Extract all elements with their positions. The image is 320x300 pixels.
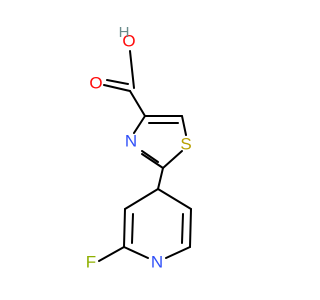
- molecule-canvas: O H O N S N F: [86, 24, 192, 271]
- bond-c2-pyridine: [157, 167, 164, 190]
- bond-c4-cooh: [129, 90, 146, 117]
- bond-py-c5-c6-double-1: [189, 208, 192, 248]
- bond-c2-n-double-1: [141, 153, 164, 169]
- bond-py-c3-c4: [124, 188, 159, 210]
- bond-c-o-double-2: [106, 79, 129, 85]
- bond-c-f: [98, 246, 125, 262]
- bond-py-n-c2: [123, 246, 149, 259]
- bond-n-c4: [133, 115, 146, 134]
- nitrogen-atom-thiazole: N: [125, 131, 137, 150]
- oxygen-atom-hydroxyl: O: [122, 31, 135, 50]
- bond-py-c5-c6-double-2: [181, 213, 184, 244]
- structure-drawing: O H O N S N F: [86, 24, 192, 271]
- bond-py-c2-c3-double-2: [131, 213, 134, 244]
- bond-c2-n-double-2: [141, 150, 159, 163]
- bond-py-c4-c5: [157, 188, 192, 210]
- bond-s-c2: [162, 150, 183, 169]
- oxygen-atom-carbonyl: O: [89, 73, 102, 92]
- sulfur-atom-thiazole: S: [180, 134, 191, 153]
- bond-c-o-double-1: [103, 84, 131, 92]
- fluorine-atom: F: [86, 252, 96, 271]
- hydrogen-atom-hydroxyl: H: [119, 24, 130, 41]
- bond-py-c2-c3-double-1: [123, 208, 126, 248]
- bond-py-c6-n: [165, 246, 191, 259]
- bond-c-oh: [129, 50, 135, 89]
- bond-c5-s: [181, 115, 187, 136]
- nitrogen-atom-pyridine: N: [151, 252, 163, 271]
